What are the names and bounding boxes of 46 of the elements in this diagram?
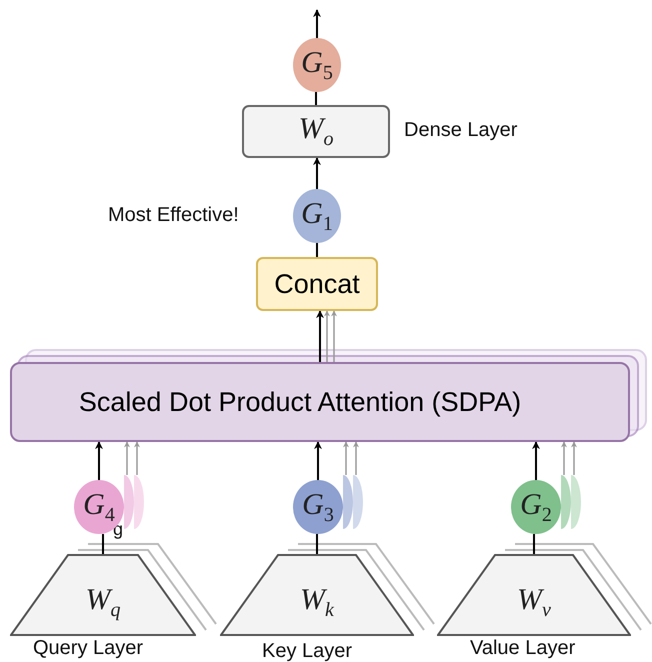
math-symbol: G$_{5}$ [301,46,333,84]
layer-caption: Key Layer [262,640,352,662]
arrow [571,441,577,475]
layer-caption: Dense Layer [404,119,518,142]
arrow [95,441,103,480]
gate-circle [293,480,343,534]
arrow [124,441,130,475]
layer-caption: Most Effective! [108,204,239,227]
attention-box [10,362,630,442]
math-symbol: W$_{k}$ [300,583,334,622]
arrow [316,310,324,362]
connector-line [316,534,318,554]
math-symbol: W$_{v}$ [517,583,551,622]
node-label: Scaled Dot Product Attention (SDPA) [78,386,522,418]
math-symbol: G$_{3}$ [302,488,334,526]
arrow [313,9,321,38]
arrow [353,441,359,475]
dense-layer-box [242,105,390,158]
projection-trapezoid [437,554,631,636]
gate-circle [293,38,341,92]
connector-line [315,92,317,105]
gate-circle [293,189,341,243]
connector-line [102,534,104,554]
connector-line [533,534,535,554]
stray-label: g [113,519,124,540]
concat-box [256,257,378,311]
math-symbol: G$_{1}$ [301,196,333,236]
layer-caption: Value Layer [470,637,576,660]
connector-line [316,243,318,257]
math-symbol: G$_{4}$ [83,488,115,526]
arrow [331,310,337,362]
math-symbol: W$_{o}$ [298,112,334,151]
math-symbol: W$_{q}$ [86,583,120,622]
arrow [313,157,321,189]
arrow [324,310,330,362]
arrow [532,441,540,480]
math-symbol: G$_{2}$ [520,488,552,526]
arrow [343,441,349,475]
node-label: Concat [274,268,360,300]
layer-caption: Query Layer [33,637,144,660]
projection-trapezoid [220,554,414,636]
gate-circle [511,480,561,534]
projection-trapezoid [10,554,196,636]
arrow [561,441,567,475]
arrow [314,441,322,480]
arrow [134,441,140,475]
